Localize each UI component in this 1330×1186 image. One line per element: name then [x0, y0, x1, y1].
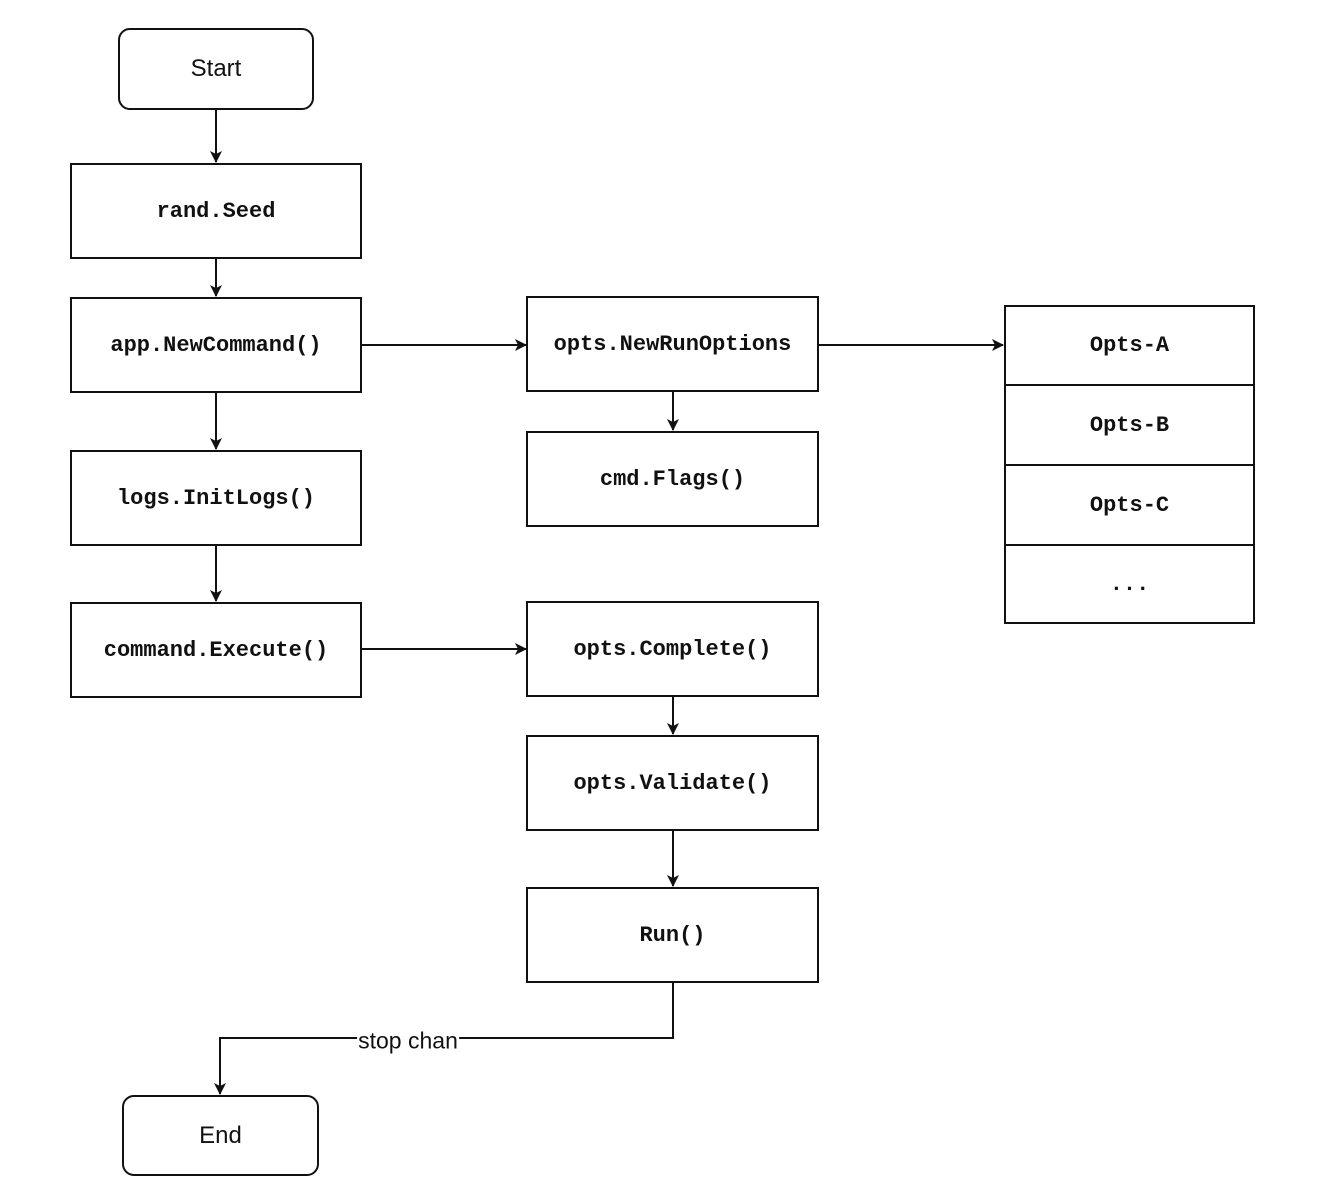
opts-validate-node-label: opts.Validate() [573, 770, 772, 796]
opts-new-run-options-node: opts.NewRunOptions [526, 296, 819, 392]
end-node-label: End [199, 1121, 242, 1149]
app-new-command-node-label: app.NewCommand() [110, 332, 322, 358]
cmd-flags-node: cmd.Flags() [526, 431, 819, 527]
command-execute-node-label: command.Execute() [103, 637, 329, 663]
options-list-item: Opts-C [1004, 464, 1255, 546]
run-node: Run() [526, 887, 819, 983]
opts-validate-node: opts.Validate() [526, 735, 819, 831]
command-execute-node: command.Execute() [70, 602, 362, 698]
options-list-item: ... [1004, 544, 1255, 624]
options-list-item: Opts-A [1004, 305, 1255, 386]
options-list-item-label: ... [1109, 571, 1150, 597]
app-new-command-node: app.NewCommand() [70, 297, 362, 393]
options-list-item-label: Opts-A [1089, 333, 1170, 358]
edge-label-stop-chan: stop chan [357, 1027, 459, 1055]
start-node: Start [118, 28, 314, 110]
rand-seed-node: rand.Seed [70, 163, 362, 259]
logs-init-logs-node: logs.InitLogs() [70, 450, 362, 546]
options-list-item-label: Opts-C [1089, 492, 1170, 518]
opts-complete-node: opts.Complete() [526, 601, 819, 697]
start-node-label: Start [190, 55, 242, 82]
end-node: End [122, 1095, 319, 1176]
opts-new-run-options-node-label: opts.NewRunOptions [553, 331, 792, 357]
rand-seed-node-label: rand.Seed [156, 198, 276, 224]
options-list-item-label: Opts-B [1089, 412, 1170, 438]
options-list-item: Opts-B [1004, 384, 1255, 466]
run-node-label: Run() [639, 922, 706, 948]
logs-init-logs-node-label: logs.InitLogs() [116, 485, 316, 511]
opts-complete-node-label: opts.Complete() [573, 636, 772, 662]
cmd-flags-node-label: cmd.Flags() [599, 466, 746, 492]
